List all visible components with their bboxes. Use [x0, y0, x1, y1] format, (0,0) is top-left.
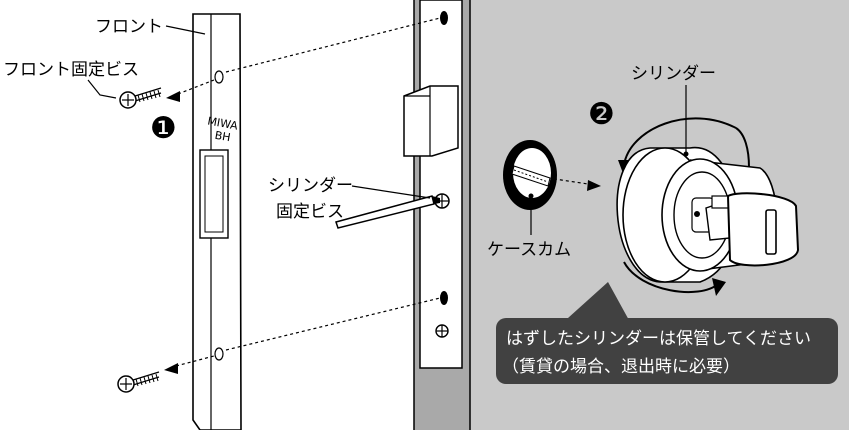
- step-2-marker: ❷: [588, 97, 615, 132]
- label-front: フロント: [95, 17, 163, 37]
- strip-lower-screw: [435, 324, 449, 338]
- plate-bottom-hole: [214, 347, 224, 361]
- screwdriver: [335, 195, 440, 229]
- label-cylinder-screw-line2: 固定ビス: [276, 202, 344, 222]
- key: [705, 192, 800, 267]
- leader-front-screw: [87, 79, 117, 99]
- lock-case-strip: [403, 0, 463, 369]
- callout-bubble: はずしたシリンダーは保管してください （賃貸の場合、退出時に必要）: [496, 282, 838, 384]
- step-1-marker: ❶: [150, 111, 177, 146]
- cylinder-fixing-screw: [434, 193, 450, 209]
- case-cam: [503, 140, 557, 210]
- plate-marking-line1: MIWA: [206, 114, 239, 132]
- plate-marking-line2: BH: [214, 129, 232, 145]
- rotation-arrow-bottom: [623, 261, 719, 294]
- plate-top-hole: [214, 70, 224, 84]
- front-screw-bottom: [117, 371, 160, 393]
- label-case-cam: ケースカム: [487, 240, 571, 260]
- label-cylinder-screw-line1: シリンダー: [268, 176, 353, 196]
- rotation-arrow-top: [623, 117, 737, 166]
- arrow-cam: [587, 180, 601, 191]
- arrow-top-screw: [166, 91, 180, 102]
- arrow-bottom-screw: [164, 363, 178, 374]
- callout-line2: （賃貸の場合、退出時に必要）: [502, 357, 740, 377]
- front-screw-top: [119, 87, 162, 109]
- front-plate: MIWA BH: [165, 13, 242, 430]
- strip-top-hole: [440, 11, 448, 25]
- callout-line1: はずしたシリンダーは保管してください: [506, 329, 811, 349]
- strip-bottom-hole: [440, 291, 448, 305]
- leader-cylinder-screw: [351, 185, 431, 199]
- plate-latch-window: [199, 149, 229, 239]
- label-cylinder: シリンダー: [631, 64, 716, 84]
- label-front-screw: フロント固定ビス: [3, 60, 139, 80]
